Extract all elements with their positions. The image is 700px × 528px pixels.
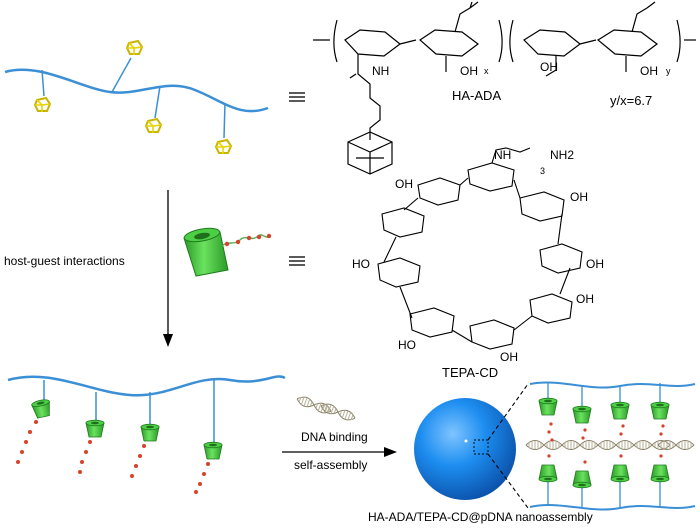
subscript-3: 3 [540,166,546,176]
oh-label: OH [500,350,518,364]
self-assembly-label: self-assembly [294,458,368,472]
oh-label: OH [640,64,658,78]
tepa-cd-structure [377,147,583,350]
equivalence-symbol-top [289,92,305,102]
zoom-lines [487,383,529,509]
ha-ada-structure [313,1,696,175]
subscript-y: y [666,66,671,76]
nanoassembly-sphere [414,398,516,500]
ratio-label: y/x=6.7 [610,93,653,108]
dna-binding-label: DNA binding [301,430,368,444]
nh-label: NH [494,148,512,162]
host-guest-label: host-guest interactions [4,254,125,268]
nanoassembly-label: HA-ADA/TEPA-CD@pDNA nanoassembly [368,510,593,524]
oh-label: OH [586,257,604,271]
oh-label: OH [570,190,588,204]
nh2-label: NH2 [550,148,575,162]
tepa-cd-cartoon [183,227,272,277]
dna-icon [295,394,357,423]
nh-label: NH [372,64,390,78]
ha-ada-cartoon [4,40,269,155]
oh-label: OH [540,60,558,74]
oh-label: OH [395,177,413,191]
subscript-x: x [484,66,489,76]
host-guest-complex-cartoon [7,375,286,494]
ho-label: HO [352,257,370,271]
tepa-cd-label: TEPA-CD [442,365,499,380]
equivalence-symbol-middle [289,256,305,266]
ha-ada-label: HA-ADA [452,88,502,103]
right-arrow [282,447,397,457]
zoomed-network [525,381,696,511]
ho-label: HO [398,338,416,352]
down-arrow [163,190,173,347]
oh-label: OH [460,64,478,78]
oh-label: OH [576,292,594,306]
